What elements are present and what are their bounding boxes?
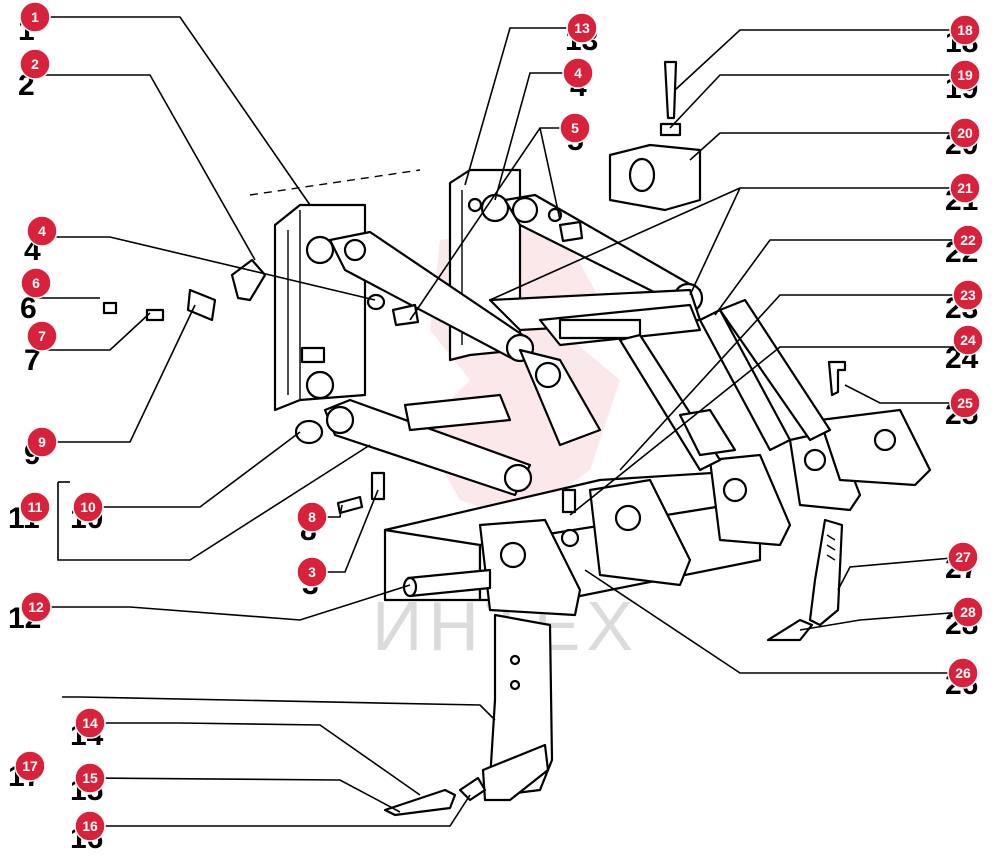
callout-11: 11 [19,491,51,523]
svg-text:24: 24 [960,332,976,348]
callout-6: 6 [20,267,52,299]
frame-crossbar [403,303,702,432]
callout-1: 1 [19,1,51,33]
svg-text:22: 22 [960,232,976,248]
callout-10: 10 [72,491,104,523]
callout-13: 13 [566,12,598,44]
callout-20: 20 [949,117,981,149]
callout-15: 15 [74,762,106,794]
svg-text:11: 11 [28,499,43,515]
callout-9: 9 [26,426,58,458]
callout-26: 26 [947,657,979,689]
linch-pin-12 [402,568,492,598]
callout-18: 18 [949,14,981,46]
svg-text:4: 4 [574,65,582,81]
svg-text:5: 5 [571,120,579,136]
svg-text:21: 21 [957,180,973,196]
callout-22: 22 [952,224,984,256]
svg-text:26: 26 [955,665,971,681]
callout-3: 3 [296,556,328,588]
callout-24: 24 [952,324,984,356]
svg-text:10: 10 [80,499,96,515]
leader-lines [35,16,965,827]
svg-text:6: 6 [32,275,40,291]
svg-text:4: 4 [38,223,46,239]
diagonal-arms [618,298,832,472]
svg-text:6: 6 [20,292,37,325]
callout-4-right: 4 [562,57,594,89]
svg-text:27: 27 [955,549,971,565]
callout-27: 27 [947,541,979,573]
callout-21: 21 [949,172,981,204]
svg-text:14: 14 [82,715,98,731]
svg-text:1: 1 [31,9,39,25]
callout-2: 2 [19,48,51,80]
callout-5: 5 [559,112,591,144]
svg-text:13: 13 [574,20,590,36]
callout-12: 12 [20,591,52,623]
svg-text:7: 7 [24,344,41,377]
dash-line-top [249,169,421,196]
svg-text:18: 18 [957,22,973,38]
svg-text:16: 16 [82,818,98,834]
callout-14: 14 [74,707,106,739]
svg-text:28: 28 [960,604,976,620]
callout-19: 19 [949,59,981,91]
callout-25: 25 [949,387,981,419]
svg-text:20: 20 [957,125,973,141]
small-parts-center [336,197,584,548]
svg-text:17: 17 [22,758,38,774]
svg-text:23: 23 [960,287,976,303]
svg-text:15: 15 [82,770,98,786]
svg-text:7: 7 [38,328,46,344]
svg-text:25: 25 [957,395,973,411]
callout-8: 8 [296,501,328,533]
callout-23: 23 [952,279,984,311]
shank-clamps [478,408,932,617]
small-parts-left [102,258,324,445]
callout-4-left: 4 [26,215,58,247]
shank-and-point-spare [766,518,844,642]
svg-text:2: 2 [31,56,39,72]
callout-17: 17 [14,750,46,782]
shank-and-point-main [383,613,554,817]
svg-text:8: 8 [308,509,316,525]
svg-text:9: 9 [38,434,46,450]
small-parts-right [608,60,847,397]
svg-text:19: 19 [957,67,973,83]
lower-links [323,348,602,497]
callout-7: 7 [26,320,58,352]
callout-16: 16 [74,810,106,842]
svg-text:12: 12 [28,599,44,615]
svg-text:3: 3 [308,564,316,580]
callout-28: 28 [952,596,984,628]
